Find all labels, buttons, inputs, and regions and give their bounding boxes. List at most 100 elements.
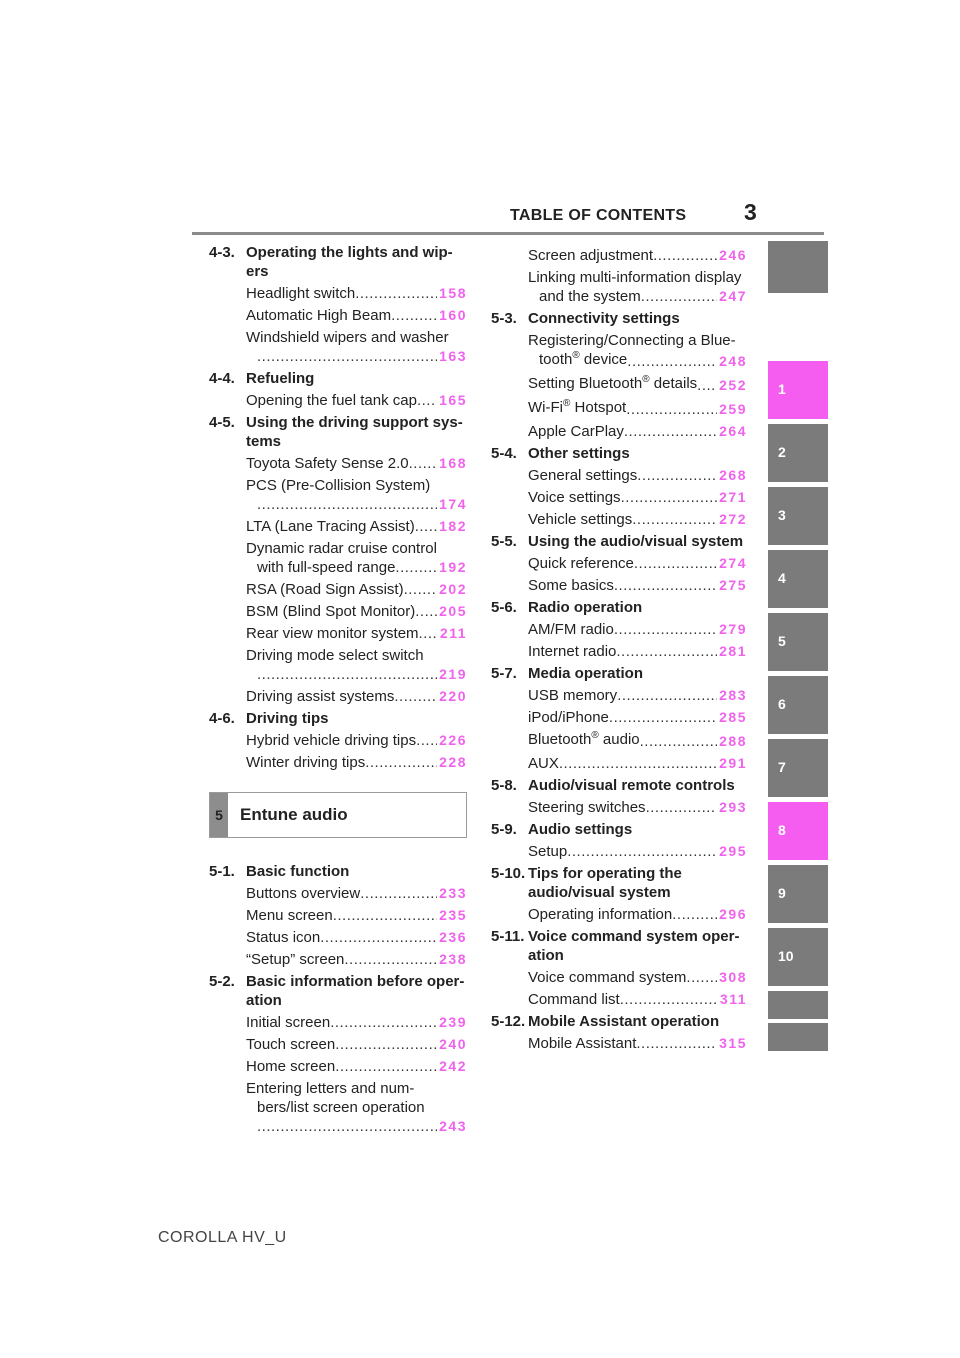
toc-entry[interactable]: 174 (209, 495, 467, 514)
chapter-tab-5[interactable]: 5 (768, 613, 828, 671)
toc-entry[interactable]: with full-speed range192 (209, 558, 467, 577)
toc-entry[interactable]: USB memory283 (491, 686, 747, 705)
toc-page-link[interactable]: 242 (439, 1058, 467, 1074)
toc-entry[interactable]: Setting Bluetooth® details252 (491, 374, 747, 395)
toc-page-link[interactable]: 163 (439, 348, 467, 364)
toc-page-link[interactable]: 252 (719, 377, 747, 393)
toc-page-link[interactable]: 285 (719, 709, 747, 725)
toc-page-link[interactable]: 281 (719, 643, 747, 659)
toc-page-link[interactable]: 246 (719, 247, 747, 263)
toc-page-link[interactable]: 243 (439, 1118, 467, 1134)
chapter-tab[interactable] (768, 241, 828, 293)
toc-page-link[interactable]: 168 (439, 455, 467, 471)
toc-entry[interactable]: BSM (Blind Spot Monitor)205 (209, 602, 467, 621)
toc-page-link[interactable]: 283 (719, 687, 747, 703)
toc-page-link[interactable]: 158 (439, 285, 467, 301)
chapter-tab-3[interactable]: 3 (768, 487, 828, 545)
toc-entry[interactable]: Apple CarPlay264 (491, 422, 747, 441)
toc-page-link[interactable]: 240 (439, 1036, 467, 1052)
toc-entry[interactable]: AUX291 (491, 754, 747, 773)
toc-page-link[interactable]: 293 (719, 799, 747, 815)
chapter-tab-2[interactable]: 2 (768, 424, 828, 482)
toc-entry[interactable]: Menu screen235 (209, 906, 467, 925)
toc-entry[interactable]: Some basics275 (491, 576, 747, 595)
toc-page-link[interactable]: 279 (719, 621, 747, 637)
chapter-tab[interactable] (768, 1023, 828, 1051)
toc-entry[interactable]: Status icon236 (209, 928, 467, 947)
chapter-tab-6[interactable]: 6 (768, 676, 828, 734)
toc-page-link[interactable]: 311 (719, 991, 747, 1007)
chapter-tab[interactable] (768, 991, 828, 1019)
toc-entry[interactable]: Screen adjustment246 (491, 246, 747, 265)
toc-entry[interactable]: Home screen242 (209, 1057, 467, 1076)
toc-page-link[interactable]: 315 (719, 1035, 747, 1051)
toc-entry[interactable]: and the system247 (491, 287, 747, 306)
toc-entry[interactable]: Toyota Safety Sense 2.0168 (209, 454, 467, 473)
toc-entry[interactable]: Internet radio281 (491, 642, 747, 661)
toc-entry[interactable]: Opening the fuel tank cap165 (209, 391, 467, 410)
toc-page-link[interactable]: 165 (439, 392, 467, 408)
chapter-tab-4[interactable]: 4 (768, 550, 828, 608)
toc-entry[interactable]: Buttons overview233 (209, 884, 467, 903)
toc-page-link[interactable]: 211 (439, 625, 467, 641)
toc-entry[interactable]: Voice settings271 (491, 488, 747, 507)
toc-entry[interactable]: 243 (209, 1117, 467, 1136)
toc-page-link[interactable]: 272 (719, 511, 747, 527)
toc-page-link[interactable]: 160 (439, 307, 467, 323)
toc-page-link[interactable]: 220 (439, 688, 467, 704)
toc-page-link[interactable]: 274 (719, 555, 747, 571)
toc-page-link[interactable]: 295 (719, 843, 747, 859)
toc-entry[interactable]: Wi-Fi® Hotspot259 (491, 398, 747, 419)
toc-page-link[interactable]: 288 (719, 733, 747, 749)
toc-page-link[interactable]: 192 (439, 559, 467, 575)
toc-page-link[interactable]: 202 (439, 581, 467, 597)
toc-entry[interactable]: Initial screen239 (209, 1013, 467, 1032)
toc-entry[interactable]: Winter driving tips228 (209, 753, 467, 772)
toc-entry[interactable]: Headlight switch158 (209, 284, 467, 303)
toc-entry[interactable]: RSA (Road Sign Assist)202 (209, 580, 467, 599)
toc-page-link[interactable]: 268 (719, 467, 747, 483)
toc-entry[interactable]: Operating information296 (491, 905, 747, 924)
toc-entry[interactable]: LTA (Lane Tracing Assist)182 (209, 517, 467, 536)
toc-entry[interactable]: Vehicle settings272 (491, 510, 747, 529)
toc-entry[interactable]: Automatic High Beam160 (209, 306, 467, 325)
toc-page-link[interactable]: 239 (439, 1014, 467, 1030)
toc-entry[interactable]: General settings268 (491, 466, 747, 485)
toc-entry[interactable]: Mobile Assistant315 (491, 1034, 747, 1053)
toc-entry[interactable]: Setup295 (491, 842, 747, 861)
toc-page-link[interactable]: 291 (719, 755, 747, 771)
toc-entry[interactable]: Quick reference274 (491, 554, 747, 573)
toc-page-link[interactable]: 296 (719, 906, 747, 922)
toc-entry[interactable]: “Setup” screen238 (209, 950, 467, 969)
chapter-tab-9[interactable]: 9 (768, 865, 828, 923)
toc-page-link[interactable]: 233 (439, 885, 467, 901)
toc-entry[interactable]: Driving assist systems220 (209, 687, 467, 706)
toc-entry[interactable]: iPod/iPhone285 (491, 708, 747, 727)
toc-page-link[interactable]: 174 (439, 496, 467, 512)
chapter-tab-7[interactable]: 7 (768, 739, 828, 797)
toc-entry[interactable]: 219 (209, 665, 467, 684)
toc-entry[interactable]: Command list311 (491, 990, 747, 1009)
toc-page-link[interactable]: 271 (719, 489, 747, 505)
toc-entry[interactable]: AM/FM radio279 (491, 620, 747, 639)
toc-entry[interactable]: tooth® device248 (491, 350, 747, 371)
toc-entry[interactable]: Voice command system308 (491, 968, 747, 987)
toc-page-link[interactable]: 248 (719, 353, 747, 369)
chapter-tab-10[interactable]: 10 (768, 928, 828, 986)
toc-page-link[interactable]: 259 (719, 401, 747, 417)
toc-page-link[interactable]: 264 (719, 423, 747, 439)
toc-page-link[interactable]: 226 (439, 732, 467, 748)
toc-entry[interactable]: 163 (209, 347, 467, 366)
toc-page-link[interactable]: 182 (439, 518, 467, 534)
toc-page-link[interactable]: 205 (439, 603, 467, 619)
toc-page-link[interactable]: 228 (439, 754, 467, 770)
toc-entry[interactable]: Hybrid vehicle driving tips226 (209, 731, 467, 750)
toc-page-link[interactable]: 236 (439, 929, 467, 945)
toc-entry[interactable]: Rear view monitor system211 (209, 624, 467, 643)
toc-page-link[interactable]: 275 (719, 577, 747, 593)
toc-page-link[interactable]: 238 (439, 951, 467, 967)
toc-entry[interactable]: Touch screen240 (209, 1035, 467, 1054)
toc-page-link[interactable]: 247 (719, 288, 747, 304)
chapter-tab-1[interactable]: 1 (768, 361, 828, 419)
toc-page-link[interactable]: 235 (439, 907, 467, 923)
